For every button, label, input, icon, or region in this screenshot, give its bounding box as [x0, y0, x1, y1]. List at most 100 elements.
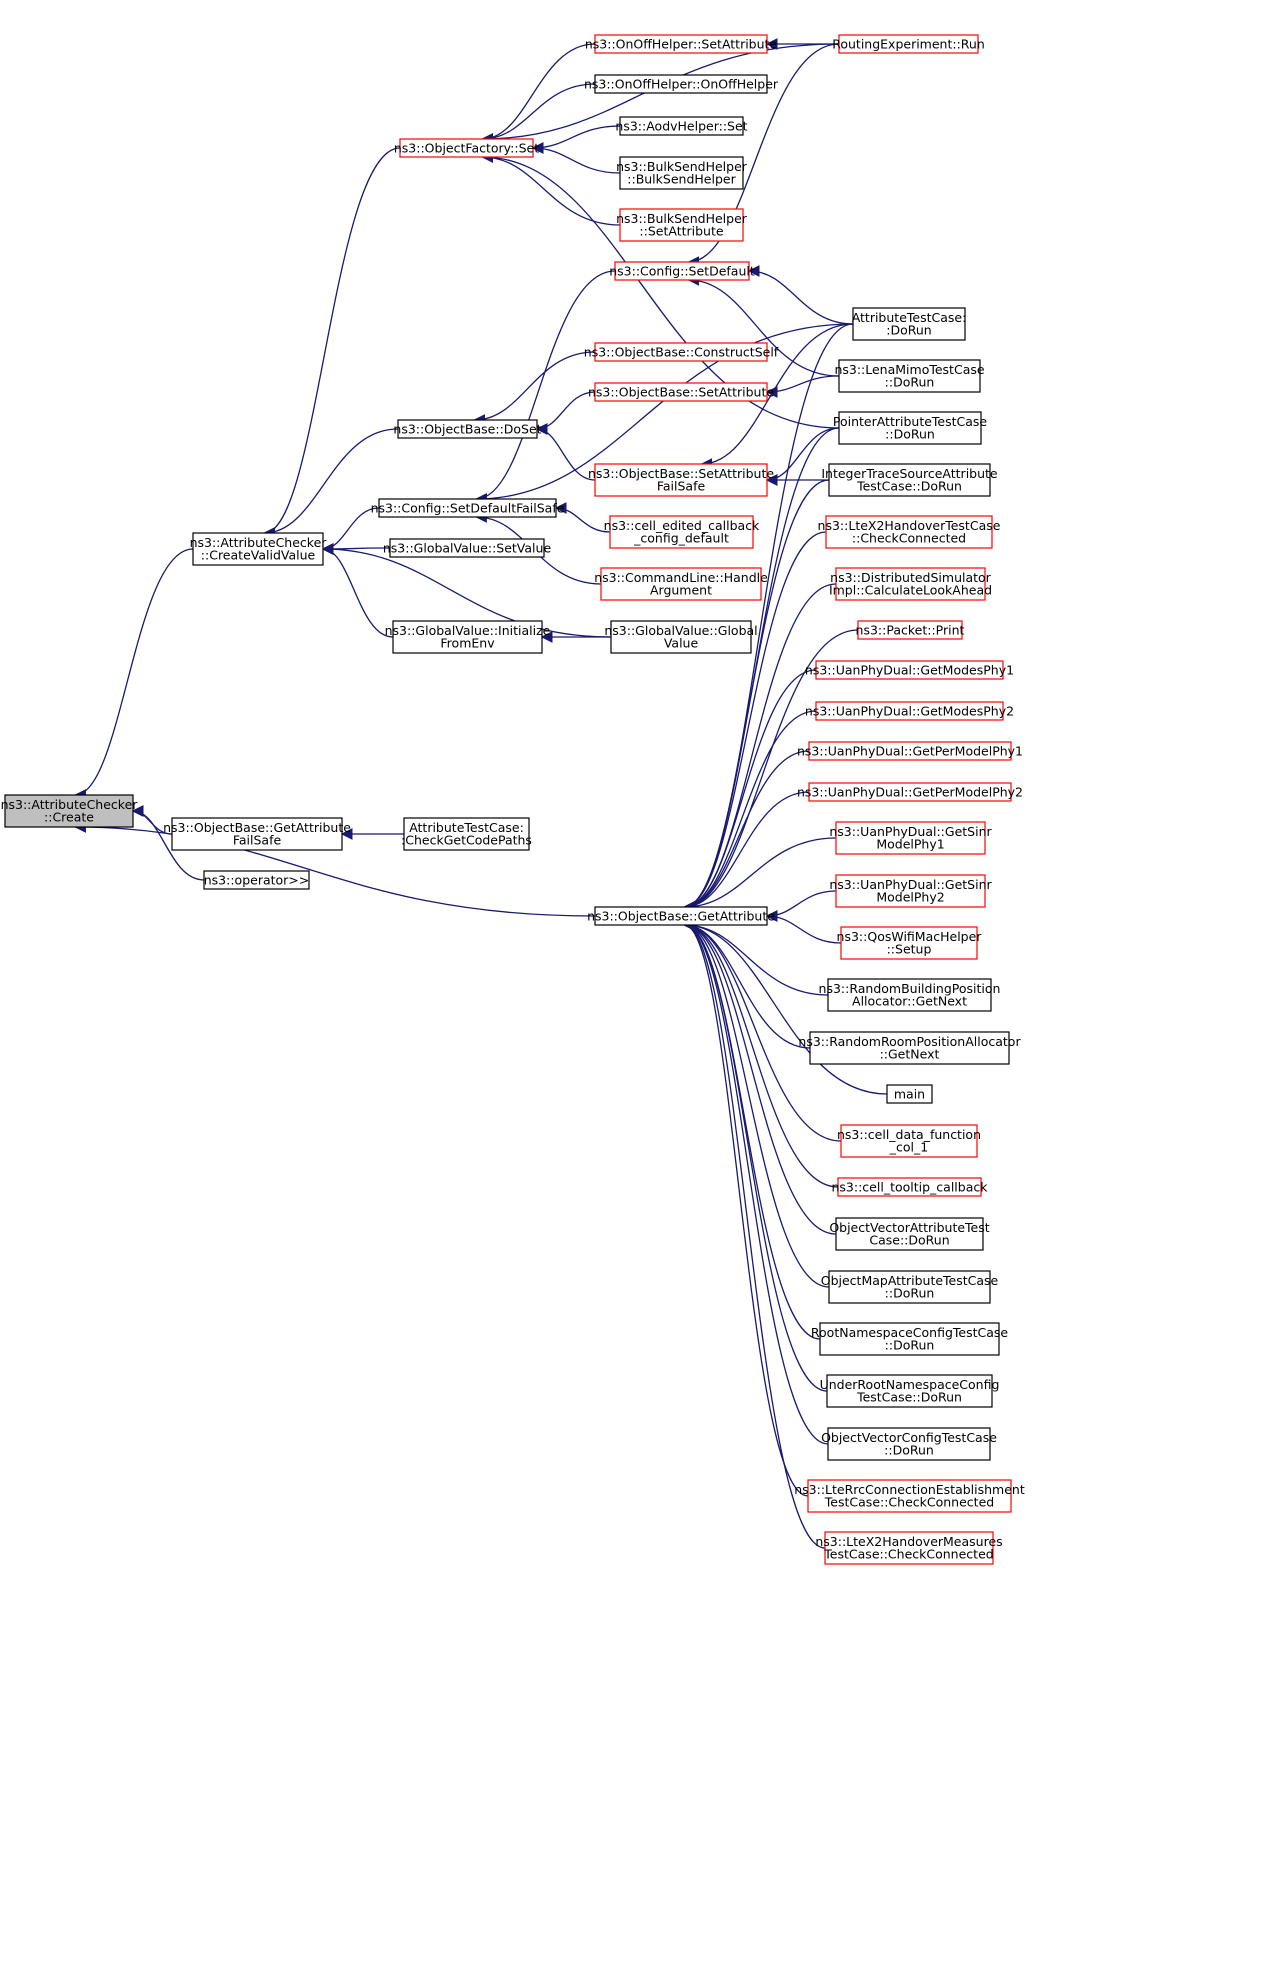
node-objectmapattributetestcase-dorun[interactable]: ObjectMapAttributeTestCase::DoRun — [821, 1270, 999, 1304]
node-lterrcconnectionestablishmenttestcase-checkconnected[interactable]: ns3::LteRrcConnectionEstablishmentTestCa… — [794, 1479, 1025, 1513]
node-config-setdefault[interactable]: ns3::Config::SetDefault — [609, 261, 755, 281]
node-box — [824, 1531, 994, 1565]
node-label-line: ObjectVectorAttributeTest — [829, 1220, 989, 1235]
node-label-line: ns3::operator>> — [204, 872, 310, 887]
node-label-line: ns3::LteX2HandoverTestCase — [818, 518, 1001, 533]
node-randomroompositionallocator-getnext[interactable]: ns3::RandomRoomPositionAllocator::GetNex… — [798, 1031, 1021, 1065]
node-main[interactable]: main — [886, 1084, 933, 1104]
node-qoswifimachelper-setup[interactable]: ns3::QosWifiMacHelper::Setup — [837, 926, 983, 960]
node-label-line: ns3::LenaMimoTestCase — [834, 362, 984, 377]
node-bulksendhelper-bulksendhelper[interactable]: ns3::BulkSendHelper::BulkSendHelper — [616, 156, 748, 190]
node-box — [837, 1177, 982, 1197]
call-edge — [263, 147, 401, 539]
node-objectbase-setattribute[interactable]: ns3::ObjectBase::SetAttribute — [588, 382, 774, 402]
node-attributetestcase-checkgetcodepaths[interactable]: AttributeTestCase::CheckGetCodePaths — [401, 817, 532, 851]
node-objectfactory-set[interactable]: ns3::ObjectFactory::Set — [394, 138, 539, 158]
call-edge — [475, 270, 616, 505]
node-pointerattributetestcase-dorun[interactable]: PointerAttributeTestCase::DoRun — [833, 411, 988, 445]
call-edge — [321, 543, 612, 638]
node-operator-shift[interactable]: ns3::operator>> — [203, 870, 310, 890]
node-label-line: Value — [664, 636, 699, 651]
node-aodvhelper-set[interactable]: ns3::AodvHelper::Set — [615, 116, 748, 136]
node-label-line: ModelPhy2 — [876, 890, 944, 905]
node-randombuildingpositionallocator-getnext[interactable]: ns3::RandomBuildingPositionAllocator::Ge… — [819, 978, 1001, 1012]
call-edge — [683, 750, 810, 913]
node-cell-edited-callback-config-default[interactable]: ns3::cell_edited_callback_config_default — [604, 515, 760, 549]
node-label-line: ::Create — [44, 810, 94, 825]
node-integertracesourceattributetestcase-dorun[interactable]: IntegerTraceSourceAttributeTestCase::DoR… — [821, 463, 998, 497]
node-objectvectorconfigtestcase-dorun[interactable]: ObjectVectorConfigTestCase::DoRun — [821, 1427, 997, 1461]
node-ltex2handovertestcase-checkconnected[interactable]: ns3::LteX2HandoverTestCase::CheckConnect… — [818, 515, 1001, 549]
node-attributechecker-create[interactable]: ns3::AttributeChecker::Create — [1, 794, 139, 828]
node-attributechecker-createvalidvalue[interactable]: ns3::AttributeChecker::CreateValidValue — [190, 532, 328, 566]
node-label-line: Case::DoRun — [869, 1233, 949, 1248]
node-box — [600, 567, 762, 601]
node-label-line: FailSafe — [233, 833, 282, 848]
node-label-line: ::DoRun — [885, 1338, 935, 1353]
node-attributetestcase-dorun[interactable]: AttributeTestCase::DoRun — [852, 307, 967, 341]
node-onoffhelper-setattribute[interactable]: ns3::OnOffHelper::SetAttribute — [585, 34, 778, 54]
node-packet-print[interactable]: ns3::Packet::Print — [856, 620, 965, 640]
node-distributedsimulatorimpl-calculatelookahead[interactable]: ns3::DistributedSimulatorImpl::Calculate… — [829, 567, 992, 601]
node-box — [819, 1322, 1000, 1356]
node-box — [840, 1124, 978, 1158]
node-label-line: _col_1 — [889, 1140, 928, 1155]
node-box — [610, 620, 752, 654]
node-cell-data-function-col-1[interactable]: ns3::cell_data_function_col_1 — [837, 1124, 981, 1158]
node-label-line: FailSafe — [657, 479, 706, 494]
call-edge — [481, 151, 840, 429]
node-rootnamespaceconfigtestcase-dorun[interactable]: RootNamespaceConfigTestCase::DoRun — [811, 1322, 1008, 1356]
node-box — [609, 515, 754, 549]
node-uanphydual-getmodesphy1[interactable]: ns3::UanPhyDual::GetModesPhy1 — [805, 660, 1014, 680]
node-objectbase-doset[interactable]: ns3::ObjectBase::DoSet — [393, 419, 542, 439]
call-edge — [687, 43, 840, 268]
node-globalvalue-globalvalue[interactable]: ns3::GlobalValue::GlobalValue — [604, 620, 758, 654]
node-label-line: ns3::ObjectBase::GetAttribute — [163, 820, 351, 835]
node-label-line: ns3::cell_edited_callback — [604, 518, 760, 533]
node-label-line: ns3::BulkSendHelper — [616, 159, 748, 174]
node-label-line: :DoRun — [886, 323, 931, 338]
call-edge — [473, 351, 596, 426]
node-cell-tooltip-callback[interactable]: ns3::cell_tooltip_callback — [832, 1177, 989, 1197]
node-box — [838, 411, 982, 445]
node-objectbase-getattribute[interactable]: ns3::ObjectBase::GetAttribute — [587, 906, 775, 926]
node-box — [815, 660, 1004, 680]
node-label-line: ns3::UanPhyDual::GetSinr — [829, 824, 992, 839]
node-label-line: ns3::ObjectBase::SetAttribute — [588, 466, 774, 481]
node-routingexperiment-run[interactable]: RoutingExperiment::Run — [832, 34, 985, 54]
call-edge — [683, 919, 821, 1340]
node-box — [815, 701, 1004, 721]
call-edge — [481, 83, 596, 145]
node-label-line: ::DoRun — [885, 1286, 935, 1301]
node-label-line: ns3::AttributeChecker — [190, 535, 328, 550]
node-label-line: ns3::cell_tooltip_callback — [832, 1179, 989, 1194]
node-label-line: ModelPhy1 — [876, 837, 944, 852]
node-box — [886, 1084, 933, 1104]
node-config-setdefaultfailsafe[interactable]: ns3::Config::SetDefaultFailSafe — [371, 498, 565, 518]
node-label-line: ns3::Config::SetDefault — [609, 263, 755, 278]
node-lenamimotestcase-dorun[interactable]: ns3::LenaMimoTestCase::DoRun — [834, 359, 985, 393]
node-box — [828, 1270, 991, 1304]
node-uanphydual-getpermodelphy2[interactable]: ns3::UanPhyDual::GetPerModelPhy2 — [797, 782, 1023, 802]
call-edge — [683, 479, 830, 913]
node-uanphydual-getmodesphy2[interactable]: ns3::UanPhyDual::GetModesPhy2 — [805, 701, 1014, 721]
node-box — [838, 359, 981, 393]
node-label-line: ::GetNext — [880, 1047, 940, 1062]
call-edge — [683, 837, 837, 913]
node-bulksendhelper-setattribute[interactable]: ns3::BulkSendHelper::SetAttribute — [616, 208, 748, 242]
node-globalvalue-setvalue[interactable]: ns3::GlobalValue::SetValue — [383, 538, 552, 558]
node-onoffhelper-onoffhelper[interactable]: ns3::OnOffHelper::OnOffHelper — [584, 74, 779, 94]
node-objectbase-constructself[interactable]: ns3::ObjectBase::ConstructSelf — [584, 342, 779, 362]
node-label-line: ns3::GlobalValue::SetValue — [383, 540, 552, 555]
node-ltex2handovermeasurestestcase-checkconnected[interactable]: ns3::LteX2HandoverMeasuresTestCase::Chec… — [815, 1531, 1003, 1565]
node-uanphydual-getpermodelphy1[interactable]: ns3::UanPhyDual::GetPerModelPhy1 — [797, 741, 1023, 761]
node-box — [825, 515, 993, 549]
